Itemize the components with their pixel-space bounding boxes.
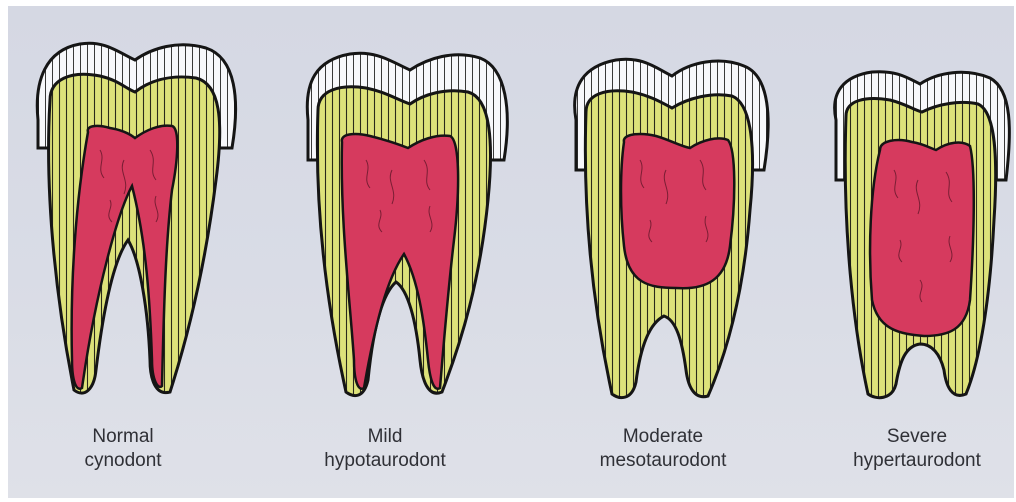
pulp-chamber: [870, 140, 974, 336]
tooth-moderate-mesotaurodont: [575, 59, 769, 397]
tooth-severe-hypertaurodont: [835, 72, 1010, 398]
caption-line2: hypertaurodont: [807, 449, 1016, 473]
caption-line2: cynodont: [13, 449, 233, 473]
caption-line1: Mild: [275, 425, 495, 449]
tooth-normal-cynodont: [37, 43, 235, 393]
caption-severe-hypertaurodont: Severe hypertaurodont: [807, 425, 1016, 473]
pulp-chamber: [621, 134, 734, 288]
pulp-chamber: [72, 126, 178, 389]
tooth-mild-hypotaurodont: [307, 53, 507, 395]
caption-normal-cynodont: Normal cynodont: [13, 425, 233, 473]
caption-line1: Moderate: [553, 425, 773, 449]
caption-moderate-mesotaurodont: Moderate mesotaurodont: [553, 425, 773, 473]
caption-line2: mesotaurodont: [553, 449, 773, 473]
caption-mild-hypotaurodont: Mild hypotaurodont: [275, 425, 495, 473]
pulp-chamber: [342, 134, 458, 389]
caption-line2: hypotaurodont: [275, 449, 495, 473]
caption-line1: Normal: [13, 425, 233, 449]
caption-line1: Severe: [807, 425, 1016, 449]
